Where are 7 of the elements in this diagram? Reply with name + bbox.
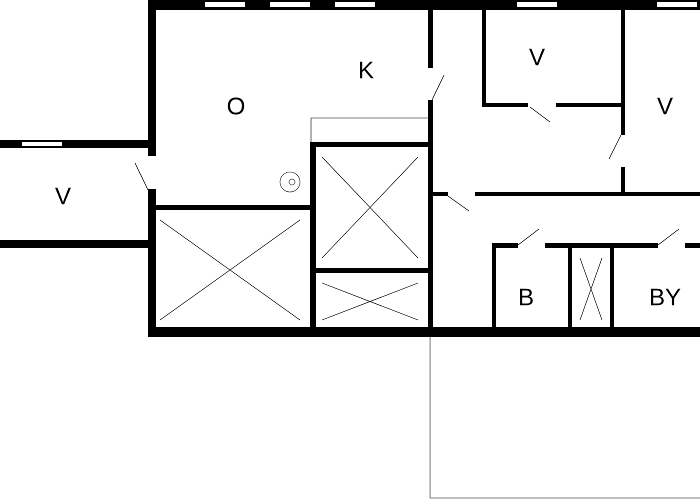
room-label: B — [520, 288, 533, 306]
room-label: V — [657, 98, 673, 114]
room-label: K — [360, 62, 374, 78]
room-label: V — [55, 188, 71, 204]
room-label: O — [228, 98, 244, 114]
room-label: BY — [650, 288, 680, 306]
room-label: V — [529, 48, 545, 66]
